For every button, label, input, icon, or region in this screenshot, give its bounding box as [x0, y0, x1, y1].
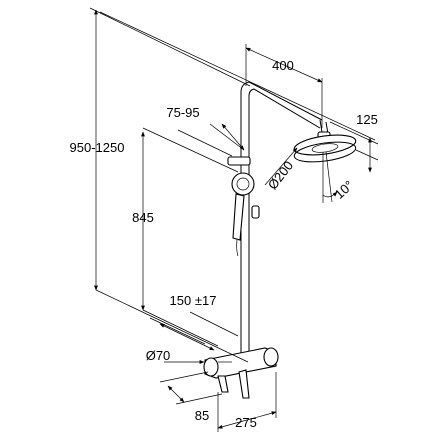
dim-mixer-width: 275	[217, 372, 277, 432]
label-bar-height: 845	[132, 210, 154, 225]
label-tilt-angle: 10°	[332, 178, 357, 202]
label-wall-spacing: 150 ±17	[170, 293, 217, 308]
overhead-shower-head	[293, 119, 357, 163]
label-holder-offset: 75-95	[166, 105, 199, 120]
dim-holder-offset: 75-95	[166, 105, 245, 157]
label-head-drop: 125	[356, 112, 378, 127]
dim-bar-height: 845	[132, 127, 239, 347]
dim-tilt-angle: 10°	[322, 151, 357, 203]
dim-pipe-diameter: Ø70	[146, 348, 232, 364]
label-total-height: 950-1250	[70, 140, 125, 155]
label-pipe-diameter: Ø70	[146, 348, 171, 363]
label-mixer-width: 275	[235, 415, 257, 430]
dim-head-diameter: Ø200	[264, 147, 298, 192]
dim-wall-spacing: 150 ±17	[149, 293, 239, 351]
dim-head-drop: 125	[329, 112, 379, 173]
label-head-diameter: Ø200	[265, 158, 296, 192]
riser-pipe	[240, 81, 323, 356]
dim-total-height: 950-1250	[70, 7, 376, 363]
dim-mixer-depth: 85	[159, 371, 223, 423]
hand-shower	[227, 156, 260, 257]
mixer-body	[203, 347, 279, 399]
label-arm-length: 400	[272, 58, 294, 73]
label-mixer-depth: 85	[195, 408, 209, 423]
dim-arm-length: 400	[245, 44, 323, 128]
